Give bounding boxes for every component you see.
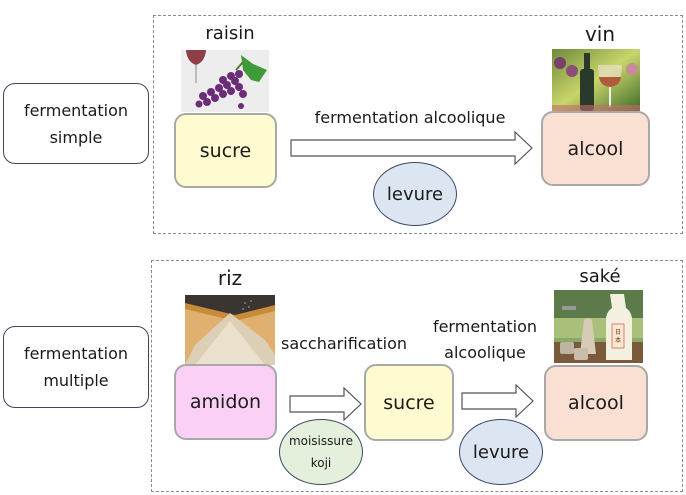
yeast-agent-multiple: levure [459,419,543,485]
category-label-simple: fermentation simple [3,83,149,164]
alcohol-node-multiple: alcool [544,365,648,441]
arrow-alcoholic-fermentation-multiple [461,384,534,418]
multiple-fermentation-frame [151,260,683,492]
koji-mold-agent: moisissure koji [279,419,363,485]
sake-image: 日 本 [554,290,643,363]
arrow-simple-fermentation [290,131,533,165]
category-label-multiple: fermentation multiple [3,326,149,408]
step2-label-line2: alcoolique [444,343,526,362]
wine-image [552,49,640,111]
koji-agent-line2: koji [310,456,332,470]
sugar-node-multiple: sucre [364,364,454,441]
process-label-saccharification: saccharification [280,334,408,353]
sugar-node-simple: sucre [174,113,277,188]
rice-image [185,295,275,365]
category-label-simple-line1: fermentation [23,100,129,120]
starch-node: amidon [174,364,277,440]
product-caption-vin: vin [584,22,616,46]
svg-text:日: 日 [615,329,621,336]
arrow-saccharification [289,387,362,421]
source-caption-raisin: raisin [205,23,255,44]
category-label-simple-line2: simple [49,127,103,147]
simple-fermentation-frame [153,15,683,234]
source-caption-riz: riz [217,266,243,290]
alcohol-node-simple: alcool [541,111,650,186]
category-label-multiple-line2: multiple [43,371,109,390]
process-label-alcoholic-fermentation: fermentation alcoolique [314,108,506,127]
product-caption-sake: saké [579,266,621,287]
process-label-alcoholic-fermentation-multiple: fermentation alcoolique [426,314,544,366]
grape-image [181,50,269,112]
svg-text:本: 本 [615,336,621,344]
category-label-multiple-line1: fermentation [23,344,129,363]
yeast-agent-simple: levure [373,162,457,226]
step2-label-line1: fermentation [432,317,538,336]
koji-agent-line1: moisissure [288,434,354,448]
